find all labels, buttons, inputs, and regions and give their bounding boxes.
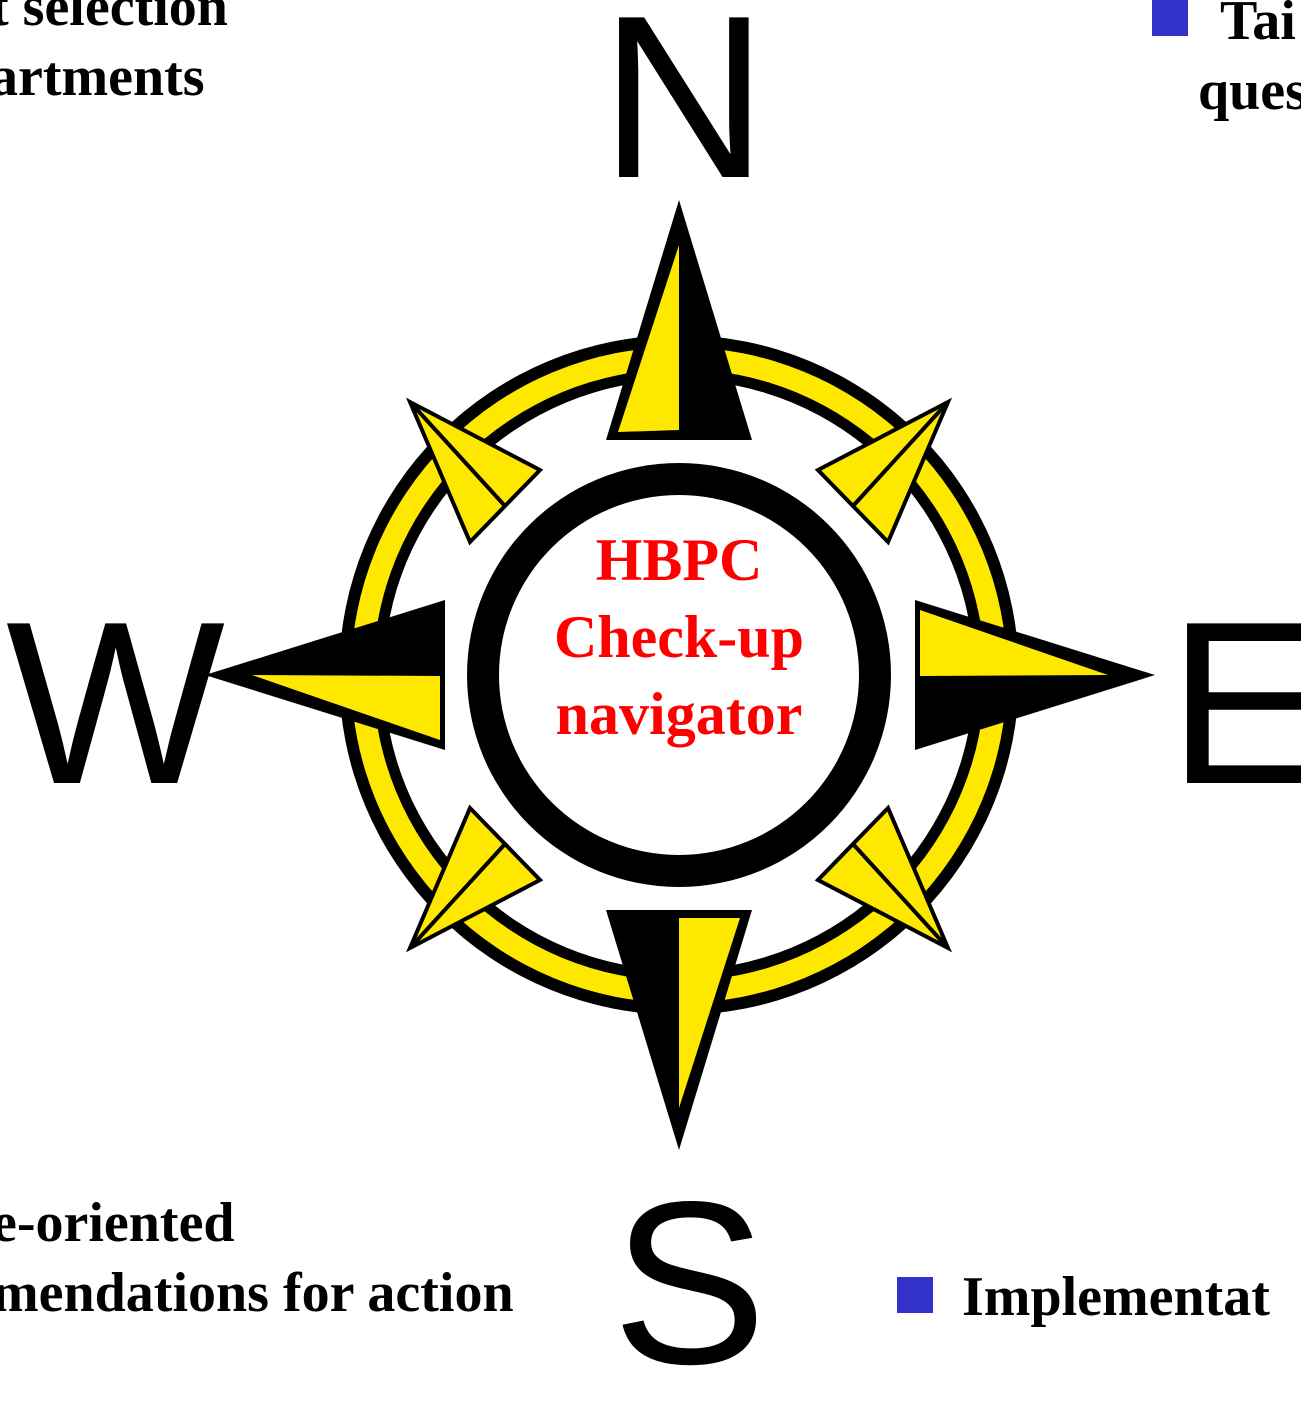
center-label: HBPC Check-up navigator bbox=[499, 522, 859, 753]
top-right-line1: Tai bbox=[1220, 0, 1296, 52]
compass-cardinal-points bbox=[205, 200, 1155, 1150]
square-bullet-icon bbox=[897, 1277, 933, 1313]
top-left-text: t selection artments bbox=[0, 0, 228, 112]
top-left-line2: artments bbox=[0, 46, 205, 108]
square-bullet-icon bbox=[1152, 0, 1188, 36]
bottom-right-line1: Implementat bbox=[962, 1266, 1270, 1328]
compass-hub bbox=[499, 495, 859, 855]
bottom-left-line1: e-oriented bbox=[0, 1192, 235, 1254]
bottom-left-text: e-oriented mendations for action bbox=[0, 1188, 514, 1328]
center-label-line3: navigator bbox=[555, 681, 803, 747]
center-label-line1: HBPC bbox=[595, 527, 763, 593]
bottom-right-text: Implementat bbox=[962, 1262, 1301, 1332]
direction-west: W bbox=[6, 574, 225, 833]
center-label-line2: Check-up bbox=[553, 604, 805, 670]
direction-north: N bbox=[600, 0, 768, 227]
bottom-left-line2: mendations for action bbox=[0, 1262, 514, 1324]
compass-diagonal-points bbox=[405, 397, 953, 953]
top-right-text: Tai ques bbox=[1198, 0, 1301, 126]
direction-south: S bbox=[612, 1154, 767, 1413]
top-left-line1: t selection bbox=[0, 0, 228, 38]
top-right-line2: ques bbox=[1198, 60, 1301, 122]
compass-rose-icon bbox=[205, 200, 1155, 1150]
direction-east: E bbox=[1168, 574, 1301, 833]
